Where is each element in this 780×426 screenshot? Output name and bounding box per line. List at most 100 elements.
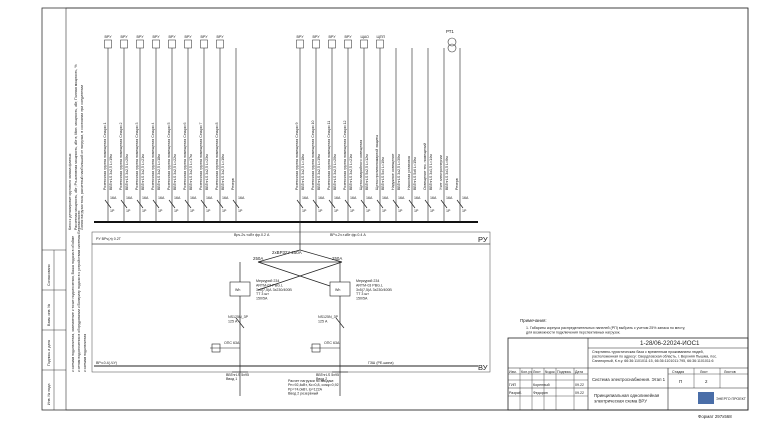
right-breaker-rating-2: 16А	[318, 196, 325, 200]
right-cable-1: ВВГнгLS 3х2,5 L=18м	[301, 154, 305, 190]
right-breaker-11	[456, 199, 464, 209]
ru-panel-box	[91, 231, 491, 245]
left-top-label-1: ВРУ	[105, 35, 113, 39]
left-cable-1: ВВГнгLS 3х2,5 L=19м	[109, 154, 113, 190]
right-breaker-3	[328, 199, 336, 209]
left-stamp: Инв. № подл. Подпись и дата Взам. инв. №…	[42, 249, 66, 410]
bus-label-mid: Врч-2ч.т.кВт фр.0.2 А	[234, 233, 270, 237]
left-breaker-type-2: 1Р	[126, 209, 131, 213]
vu-panel-box	[91, 243, 491, 373]
sheets-header: Листов	[724, 370, 736, 374]
right-breaker-rating-7: 16А	[398, 196, 405, 200]
left-rating-label: 250А	[253, 256, 263, 261]
right-breaker-type-4: 1Р	[350, 209, 355, 213]
left-note-2: Расчетная мощность, кВт; Рн-активная мощ…	[74, 64, 78, 230]
right-breaker-rating-9: 16А	[430, 196, 437, 200]
left-terminal-8	[216, 39, 224, 49]
role-2: Разраб.	[509, 391, 522, 395]
right-cable-4: ВВГнгLS 3х2,5 L=21м	[349, 154, 353, 190]
left-breaker-type-8: 1Р	[222, 209, 227, 213]
left-top-label-5: ВРУ	[169, 35, 177, 39]
right-cable-7: ВВГнгLS 3х2,5 L=30м	[397, 154, 401, 190]
right-breaker-type-10: 1Р	[446, 209, 451, 213]
right-desc-9: Освещение тех. помещений	[423, 143, 427, 190]
left-feeder-5: ВРУ 16А 1Р Розеточная группа помещения Секц…	[167, 35, 181, 222]
left-breaker-rating-6: 16А	[190, 196, 197, 200]
sheet-header: Лист	[700, 370, 708, 374]
right-breaker-10	[440, 199, 448, 209]
right-breaker-9	[424, 199, 432, 209]
company-logo	[698, 392, 714, 404]
left-desc-5: Розеточная группа помещения Секции 5	[167, 123, 171, 190]
stamp-label-3: Взам. инв. №	[47, 304, 51, 326]
right-breaker-type-11: 1Р	[462, 209, 467, 213]
left-breaker-2	[120, 199, 128, 209]
right-breaker-rating-10: 16А	[446, 196, 453, 200]
project-title: Спортивно-туристическая база с временным…	[592, 350, 717, 363]
left-breaker-rating-1: 16А	[110, 196, 117, 200]
right-breaker-type-8: 1Р	[414, 209, 419, 213]
sheet-title: Система электроснабжения. Этап 1	[592, 377, 666, 382]
left-note-4: к схемам подключения, заземление к точке…	[71, 236, 75, 372]
meter-left-glyph: Wh	[235, 288, 240, 292]
left-top-label-2: ВРУ	[121, 35, 129, 39]
left-cable-4: ВВГнгLS 3х2,5 L=18м	[157, 154, 161, 190]
left-breaker-6	[184, 199, 192, 209]
left-breaker-rating-5: 16А	[174, 196, 181, 200]
left-feeder-2: ВРУ 16А 1Р Розеточная группа помещения Секц…	[119, 35, 133, 222]
left-top-label-8: ВРУ	[217, 35, 225, 39]
rt1-label: РТ1	[446, 29, 454, 34]
right-breaker-6	[376, 199, 384, 209]
right-terminal-1	[296, 39, 304, 49]
left-top-label-3: ВРУ	[137, 35, 145, 39]
left-breaker-9	[232, 199, 240, 209]
left-cable-2: ВВГнгLS 3х2,5 L=20м	[125, 154, 129, 190]
left-breaker-rating-9: 16А	[238, 196, 245, 200]
left-breaker-type-7: 1Р	[206, 209, 211, 213]
left-breaker-3	[136, 199, 144, 209]
left-top-label-6: ВРУ	[185, 35, 193, 39]
left-breaker-rating-2: 16А	[126, 196, 133, 200]
left-terminal-6	[184, 39, 192, 49]
right-terminal-5	[360, 39, 368, 49]
left-desc-2: Розеточная группа помещения Секции 2	[119, 123, 123, 190]
left-terminal-5	[168, 39, 176, 49]
doc-code: 1-28/06-22024-ИОС1	[640, 340, 700, 347]
right-breaker-7	[392, 199, 400, 209]
stage-value: П	[679, 379, 682, 384]
left-cable-6: ВВГнгLS 3х2,5 L=17м	[189, 154, 193, 190]
left-terminal-1	[104, 39, 112, 49]
stamp-label-1: Инв. № подл.	[47, 383, 51, 405]
left-breaker-8	[216, 199, 224, 209]
transfer-switch-label: 2хВР32У 250А	[272, 250, 302, 255]
left-breaker-type-5: 1Р	[174, 209, 179, 213]
right-cable-9: ВВГнгLS 3х1,5 L=14м	[429, 154, 433, 190]
left-desc-4: Розеточная группа помещения Секции 4	[151, 123, 155, 190]
right-breaker-type-1: 1Р	[302, 209, 307, 213]
right-terminal-6	[376, 39, 384, 49]
notes-header: Примечания:	[520, 318, 547, 323]
meter-right-box	[329, 281, 351, 297]
left-breaker-7	[200, 199, 208, 209]
breaker-left-symbol	[235, 317, 245, 329]
stamp-label-2: Подпись и дата	[47, 340, 51, 366]
left-cable-8: ВВГнгLS 3х2,5 L=16м	[221, 154, 225, 190]
right-cable-10: ВВГнгLS 3х1,5 L=6м	[445, 156, 449, 190]
right-terminal-4	[344, 39, 352, 49]
right-desc-8: Насосная установка	[407, 156, 411, 190]
right-cable-3: ВВГнгLS 3х2,5 L=20м	[333, 154, 337, 190]
ground-label-left: ВРч.0.4(-ЧУ)	[96, 361, 117, 365]
